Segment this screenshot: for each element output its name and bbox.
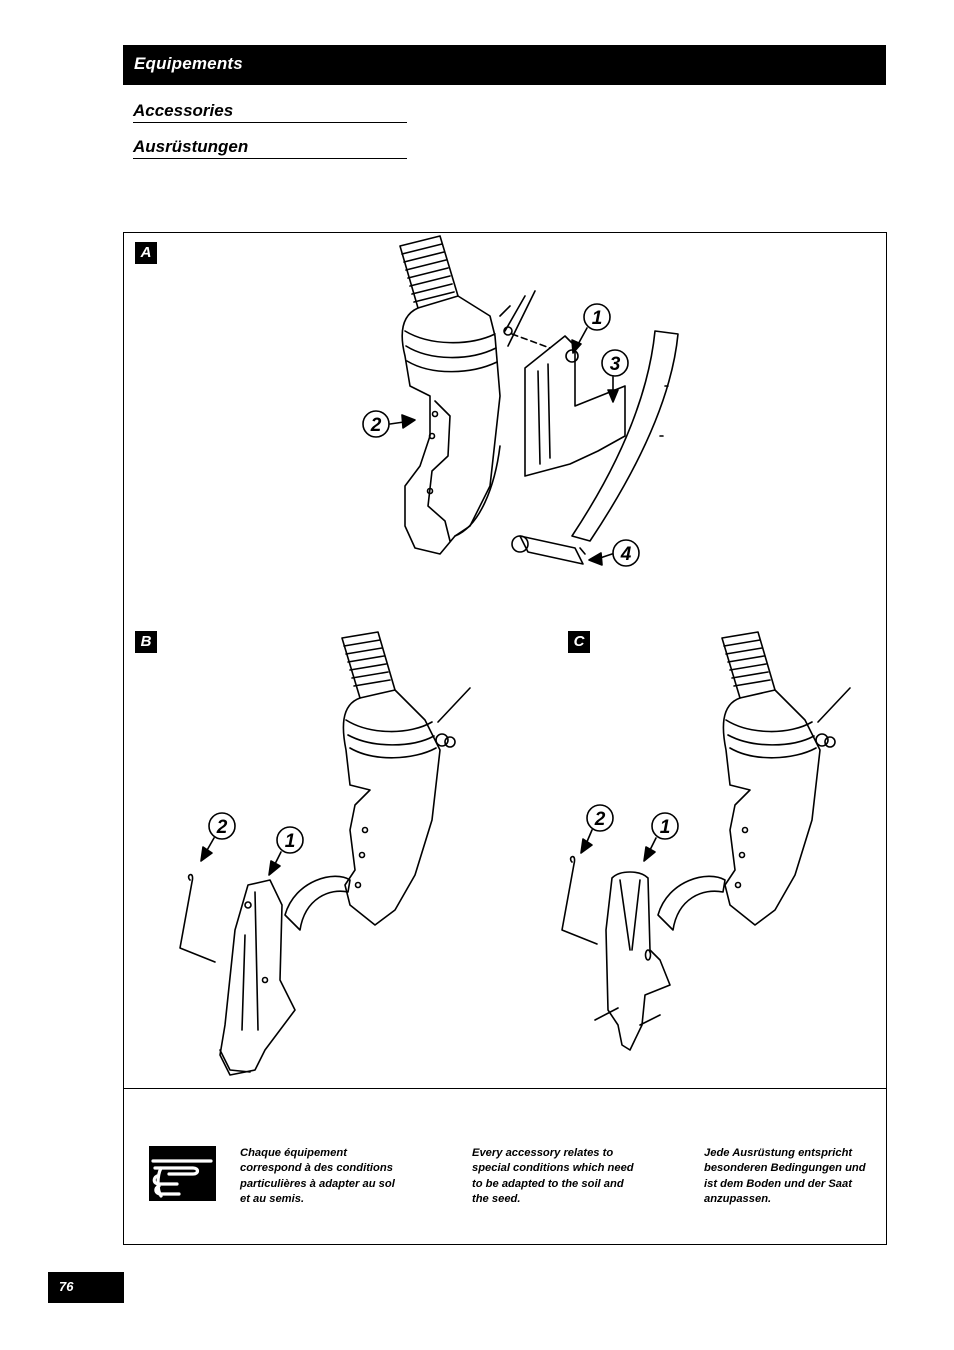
subtitle-english: Accessories [133,101,407,123]
svg-text:1: 1 [592,308,603,329]
svg-text:3: 3 [610,354,621,375]
section-header: Equipements [123,45,886,85]
blade-drawing [511,330,679,565]
callout-b-2: 2 [200,812,236,862]
hose-drawing [341,631,396,699]
svg-text:1: 1 [660,817,671,838]
callout-a-3: 3 [601,349,629,403]
illustration-b: 2 1 [179,631,471,1076]
panel-label-b: B [135,631,157,653]
pointing-hand-icon [149,1146,216,1201]
frame-divider [124,1088,886,1089]
svg-text:4: 4 [620,544,632,565]
subtitle-german: Ausrüstungen [133,137,407,159]
callout-c-2: 2 [580,804,614,854]
callout-b-1: 1 [268,826,304,876]
shoe-drawing [594,871,671,1051]
svg-text:1: 1 [285,831,296,852]
callout-c-1: 1 [643,812,679,862]
svg-text:2: 2 [216,817,228,838]
figure-frame [123,232,887,1245]
page-number: 76 [59,1279,74,1294]
svg-text:2: 2 [370,415,382,436]
hose-drawing [399,235,459,309]
note-german: Jede Ausrüstung entspricht besonderen Be… [704,1147,866,1205]
callout-a-4: 4 [588,539,640,567]
panel-label-a: A [135,242,157,264]
callout-a-1: 1 [571,303,611,354]
callout-a-2: 2 [362,410,416,438]
clip-drawing [561,855,598,945]
shoe-drawing [219,879,296,1076]
illustration-c: 2 1 [561,631,851,1051]
illustration-a: 1 3 2 4 [362,235,679,567]
hose-drawing [721,631,776,699]
clip-drawing [179,873,216,963]
note-english: Every accessory relates to special condi… [472,1147,634,1205]
svg-text:2: 2 [594,809,606,830]
page-number-box: 76 [48,1272,124,1303]
note-french: Chaque équipement correspond à des condi… [240,1147,395,1205]
panel-label-c: C [568,631,590,653]
section-title: Equipements [134,54,243,73]
